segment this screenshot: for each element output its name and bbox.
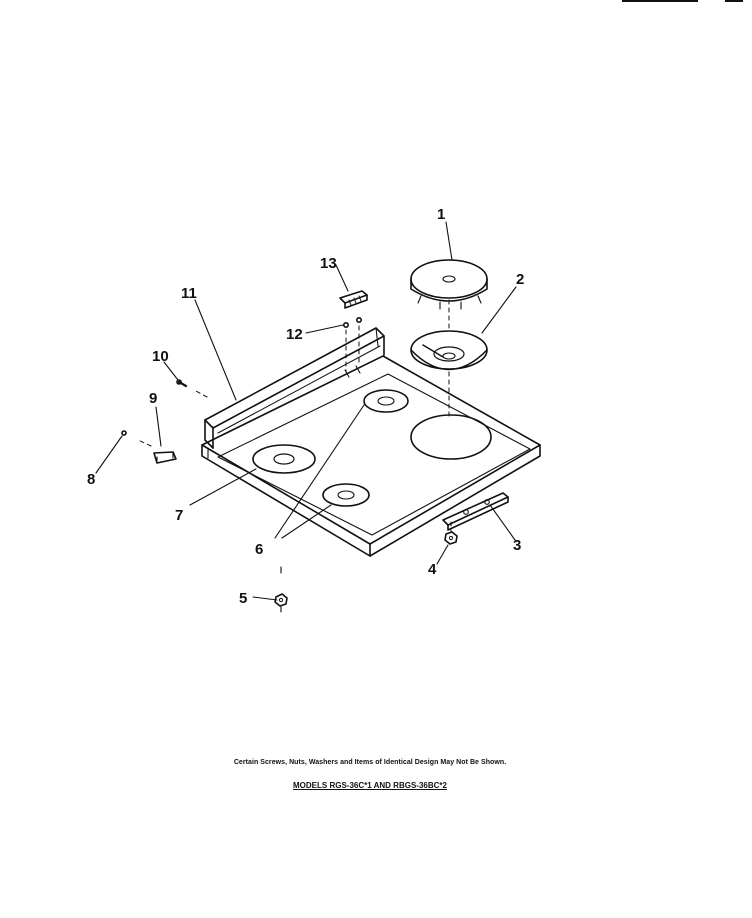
- callout-13: 13: [320, 255, 337, 272]
- leader-lines: [95, 221, 517, 601]
- top-edge-mark: [725, 0, 743, 2]
- callout-3: 3: [513, 537, 521, 554]
- callout-4: 4: [428, 561, 437, 578]
- callout-labels: 1 2 3 4 5 6 7 8 9 10 11 12 13: [87, 206, 524, 607]
- callout-7: 7: [175, 507, 183, 524]
- callout-12: 12: [286, 326, 303, 343]
- front-bracket: [442, 492, 509, 531]
- cooktop-panel: [201, 355, 541, 557]
- element-opening-front-left: [252, 444, 316, 474]
- backguard-trim: [204, 327, 385, 449]
- callout-11: 11: [181, 285, 197, 302]
- trim-clip: [153, 451, 177, 464]
- element-opening-rear-left: [363, 389, 409, 413]
- nut: [274, 566, 288, 613]
- nut: [444, 531, 458, 545]
- callout-9: 9: [149, 390, 157, 407]
- callout-6: 6: [255, 541, 263, 558]
- bracket: [339, 290, 368, 309]
- top-edge-mark: [622, 0, 698, 2]
- model-numbers: MODELS RGS-36C*1 AND RBGS-36BC*2: [293, 781, 447, 790]
- screw: [121, 430, 127, 436]
- callout-10: 10: [152, 348, 169, 365]
- callout-5: 5: [239, 590, 247, 607]
- screw: [176, 379, 188, 388]
- screw: [342, 316, 362, 378]
- callout-8: 8: [87, 471, 95, 488]
- element-opening-rear-right: [410, 414, 492, 460]
- callout-2: 2: [516, 271, 524, 288]
- burner-base: [410, 330, 488, 371]
- parts-note: Certain Screws, Nuts, Washers and Items …: [233, 759, 507, 766]
- element-opening-front-right: [322, 483, 370, 507]
- callout-1: 1: [437, 206, 445, 223]
